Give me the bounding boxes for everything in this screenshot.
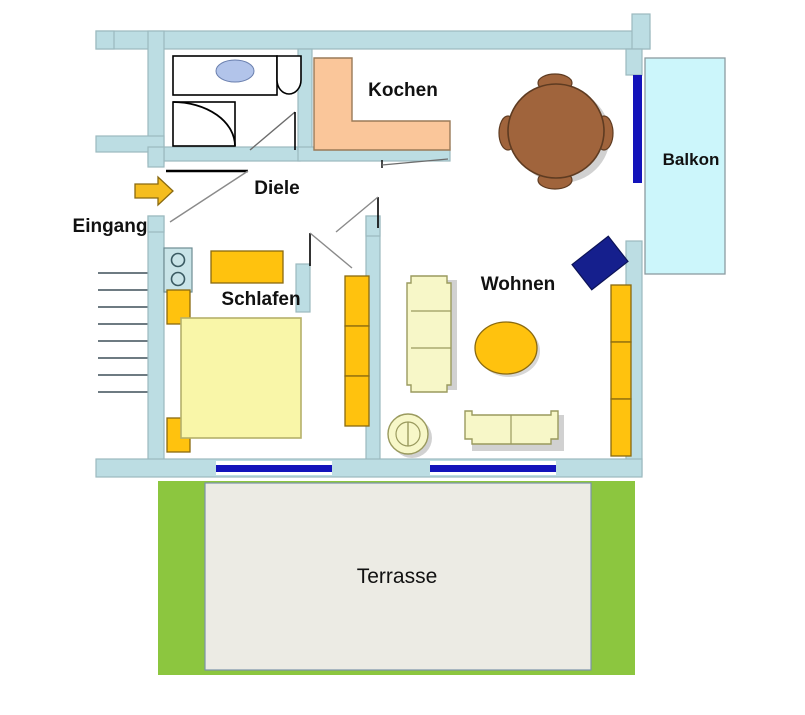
- sofa-3seat-icon: [406, 275, 452, 393]
- navy-diamond-group: [571, 235, 629, 291]
- bathroom-fixtures: [172, 55, 302, 151]
- shower-icon: [172, 101, 236, 147]
- two-burner-icon: [163, 247, 193, 293]
- round-coffee-table-icon: [474, 321, 538, 375]
- balcony-area: [644, 57, 726, 275]
- wall-bath-stub: [147, 146, 165, 168]
- balcony-door-icon[interactable]: [633, 75, 642, 183]
- wardrobe-unit-1-icon: [344, 275, 370, 327]
- living-furniture: [387, 235, 632, 458]
- wall-top-right-stub: [631, 13, 651, 50]
- navy-diamond-icon: [571, 235, 629, 291]
- entrance-arrow-group: [134, 175, 174, 207]
- label-balkon: Balkon: [663, 150, 720, 169]
- window-bottom-2-icon[interactable]: [430, 465, 556, 472]
- shelf-unit-2-icon: [610, 341, 632, 400]
- wall-top-exterior: [95, 30, 651, 50]
- room-labels: Kochen Diele Eingang Schlafen Wohnen Bal…: [73, 80, 720, 588]
- shower-door-swing-icon: [172, 101, 236, 147]
- kitchen-counter: [313, 57, 451, 168]
- round-dining-table-icon: [507, 83, 605, 179]
- wall-upper-left-tip: [95, 30, 115, 50]
- wardrobe-unit-2-icon: [344, 325, 370, 377]
- wall-bottom-exterior: [95, 458, 643, 478]
- wall-divider-top: [365, 215, 381, 237]
- wall-hall-bedroom-stub: [295, 263, 311, 313]
- bedroom-door-swing-icon: [309, 232, 353, 269]
- bedroom-furniture: [163, 247, 370, 453]
- window-bottom-1-icon[interactable]: [216, 465, 332, 472]
- wall-bath-bottom: [163, 146, 301, 162]
- terrace-paving: [204, 482, 592, 671]
- bathtub-drain-icon: [215, 59, 255, 83]
- bathroom-door-swing-icon: [249, 111, 296, 151]
- toilet-icon: [276, 55, 302, 95]
- balcony-slab: [644, 57, 726, 275]
- terrace-area: [158, 481, 635, 675]
- label-kochen: Kochen: [368, 80, 438, 101]
- kitchen-door-swing-icon: [381, 158, 449, 166]
- wall-right-upper: [625, 48, 643, 76]
- kitchen-counter-icon: [313, 57, 451, 151]
- burner-top-icon: [170, 252, 186, 268]
- label-diele: Diele: [254, 178, 299, 199]
- living-door-swing-icon: [335, 196, 379, 233]
- wardrobe-unit-3-icon: [344, 375, 370, 427]
- dining-set: [498, 73, 614, 190]
- shelf-unit-1-icon: [610, 284, 632, 343]
- wall-entrance-corner: [147, 215, 165, 233]
- wall-left-exterior: [147, 215, 165, 476]
- arrow-right-icon: [134, 175, 174, 207]
- nightstand-upper-icon: [166, 289, 191, 325]
- wall-bath-bottom-left: [95, 135, 165, 153]
- shelf-unit-3-icon: [610, 398, 632, 457]
- label-terrasse: Terrasse: [357, 565, 438, 588]
- dresser-icon: [210, 250, 284, 284]
- entrance-door-swing-icon: [169, 170, 249, 223]
- burner-bottom-icon: [170, 271, 186, 287]
- hall-doors: [166, 169, 379, 269]
- label-wohnen: Wohnen: [481, 274, 556, 295]
- label-schlafen: Schlafen: [221, 289, 300, 310]
- label-eingang: Eingang: [73, 216, 148, 237]
- openings-group: [216, 75, 642, 475]
- double-bed-icon: [180, 317, 302, 439]
